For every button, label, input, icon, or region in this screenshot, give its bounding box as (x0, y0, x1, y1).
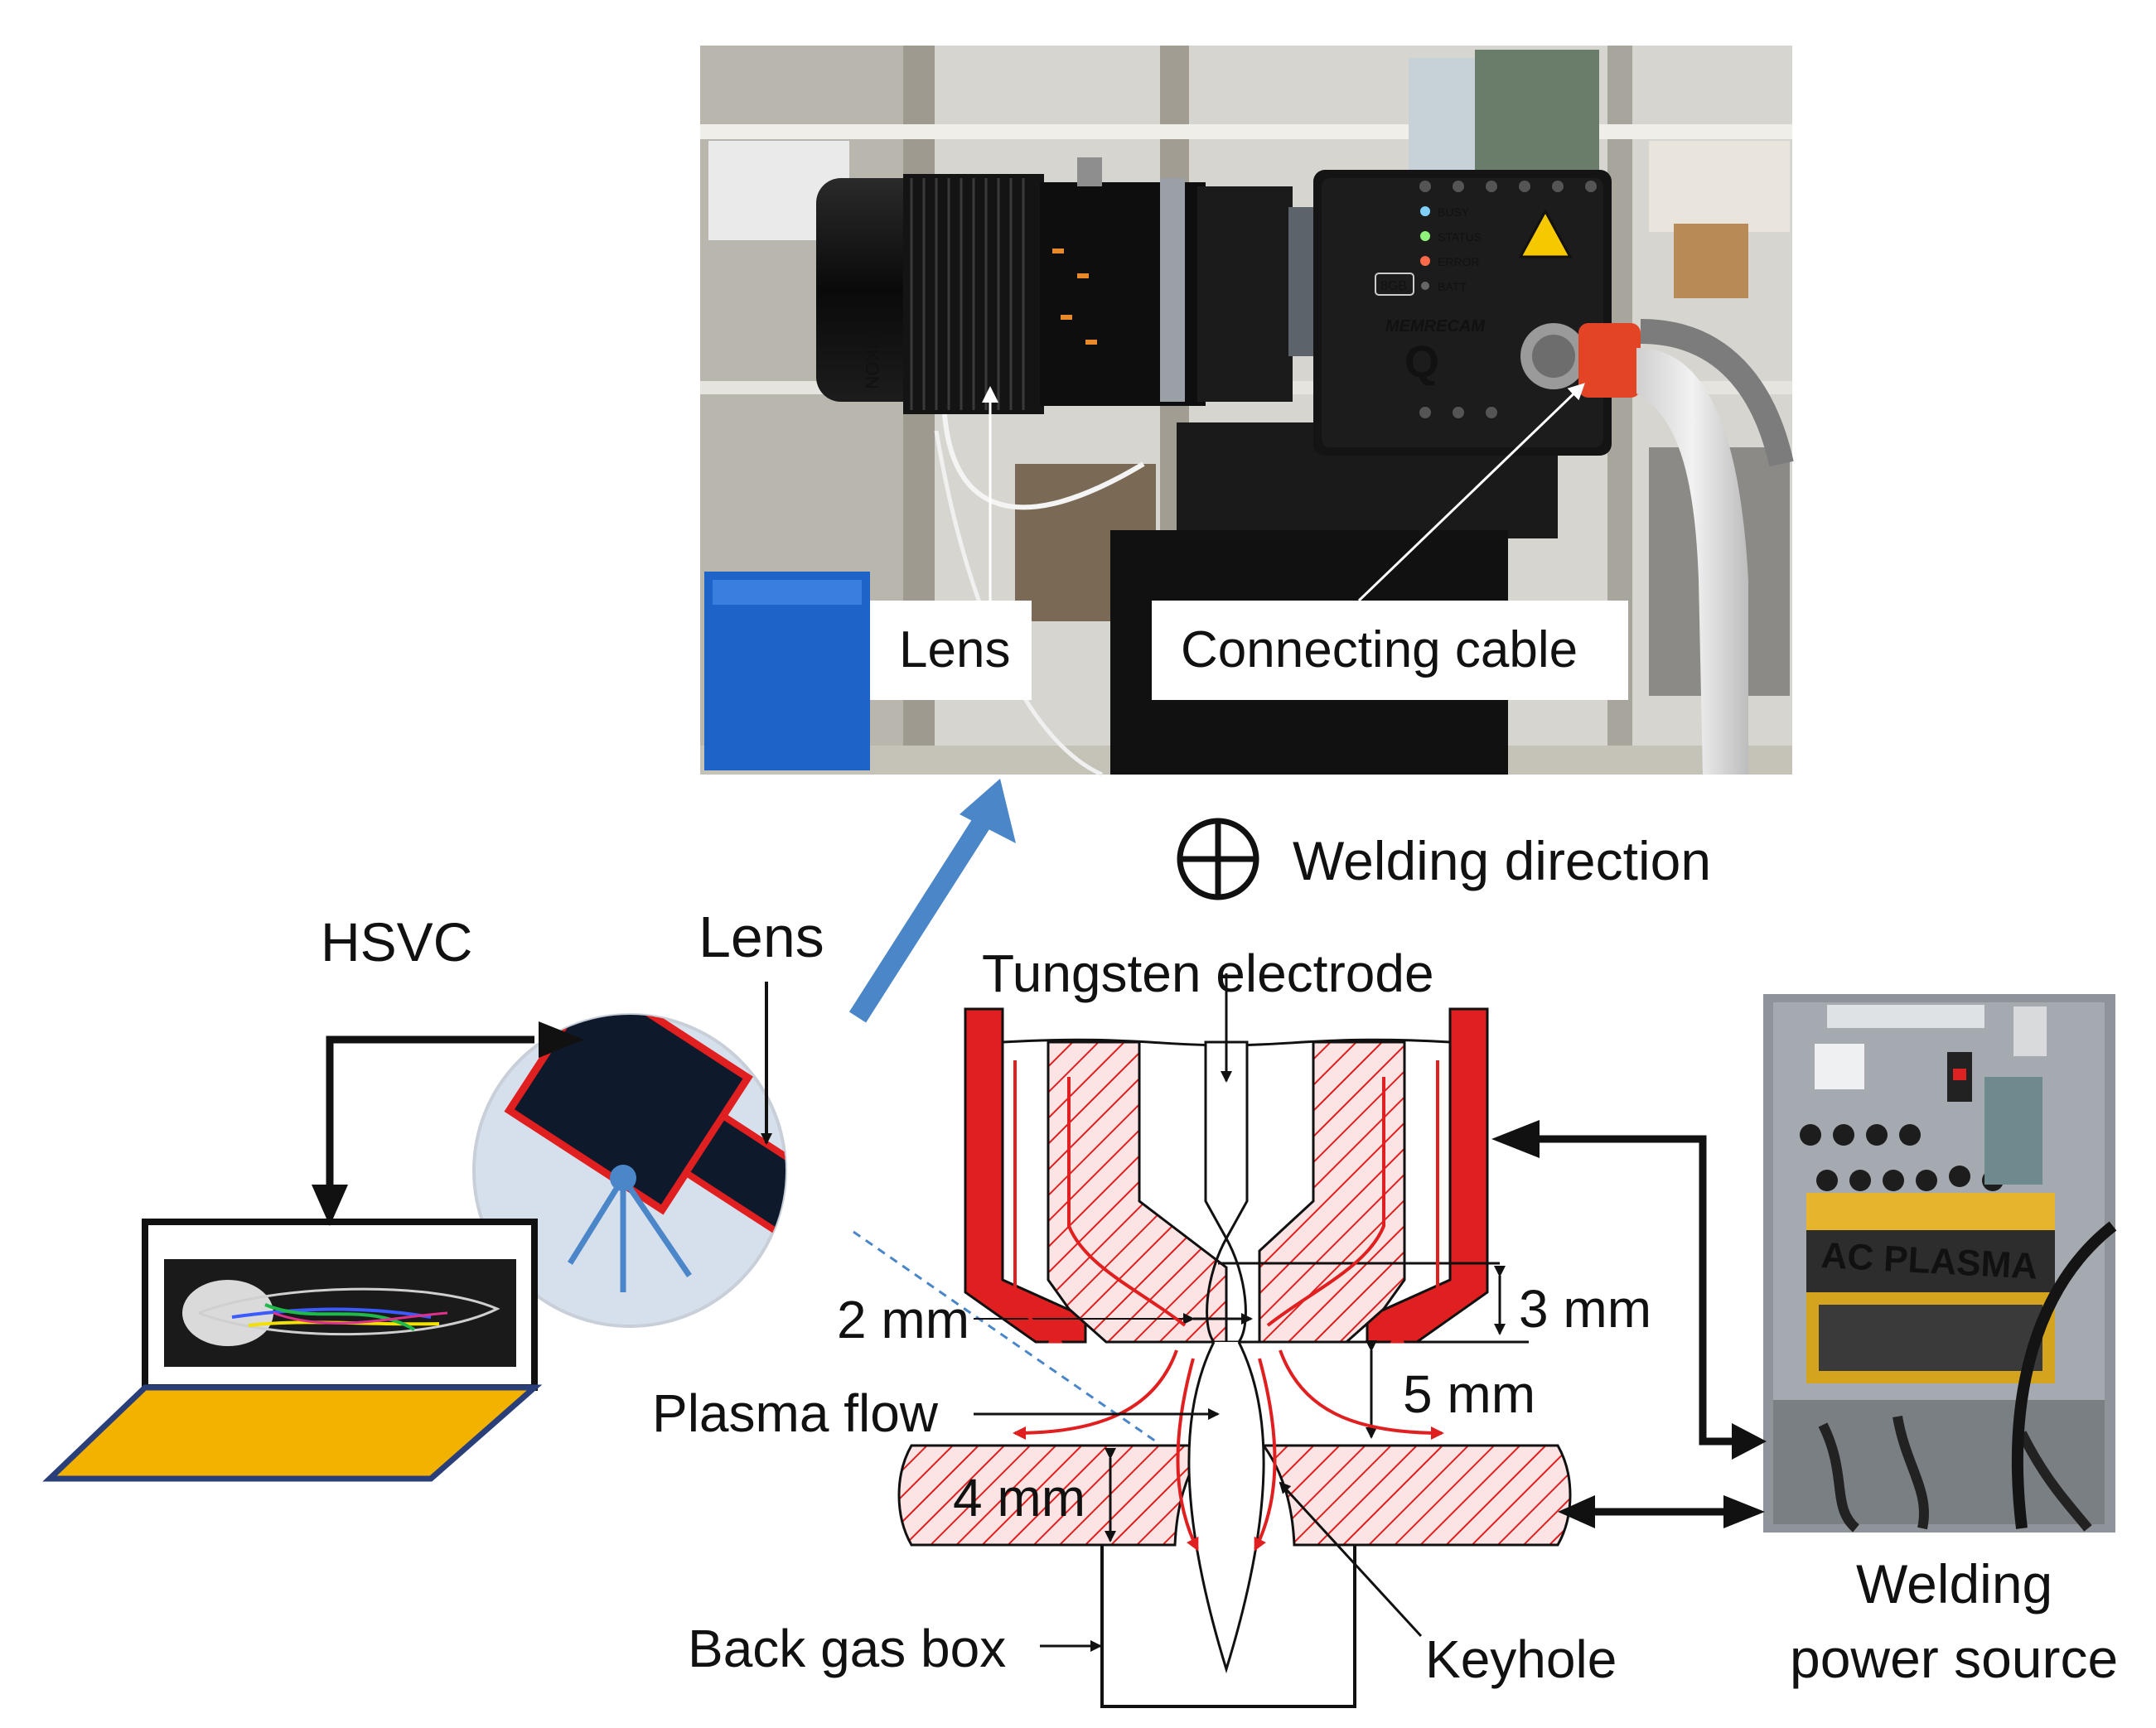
welding-direction-indicator: Welding direction (1177, 818, 1711, 900)
plasma-flow-label: Plasma flow (652, 1383, 939, 1443)
plasma-jet-keyhole (1187, 1341, 1265, 1674)
memory-badge: 8GB (1380, 279, 1407, 293)
inner-nozzle-left (1047, 1040, 1228, 1344)
plasma-torch-section (897, 973, 1572, 1708)
laptop-keyboard (42, 1384, 543, 1482)
back-gas-box-label: Back gas box (688, 1619, 1006, 1678)
tungsten-electrode (1204, 1040, 1249, 1242)
laptop-illustration (42, 1219, 543, 1482)
lens-label-box (870, 601, 1032, 700)
hsvc-label: HSVC (321, 911, 472, 973)
led-status: STATUS (1438, 230, 1482, 244)
gap-5mm-label: 5 mm (1403, 1364, 1535, 1424)
lens-brand-text: NIKON (862, 331, 882, 389)
photo-lens-label: Lens (899, 621, 1010, 678)
camera-brand-text: MEMRECAM (1385, 317, 1486, 335)
welding-power-source-photo: AC PLASMA (1763, 994, 2117, 1533)
power-to-torch-line (1537, 1135, 1744, 1446)
workpiece-right (1261, 1444, 1572, 1547)
gap-3mm-label: 3 mm (1519, 1279, 1651, 1339)
power-source-label-line2: power source (1790, 1628, 2118, 1689)
gap-2mm-label: 2 mm (837, 1290, 969, 1349)
outer-nozzle-right (1366, 1007, 1489, 1344)
cable-pointer-arrow (1357, 383, 1585, 602)
keyhole-label: Keyhole (1425, 1629, 1617, 1689)
photo-cable-label: Connecting cable (1181, 621, 1578, 678)
outer-nozzle-left (964, 1007, 1087, 1344)
led-batt: BATT (1438, 280, 1467, 293)
gap-4mm-label: 4 mm (953, 1468, 1085, 1528)
hsvc-camera-illustration (472, 982, 787, 1328)
zoom-arrow-head (960, 779, 1016, 843)
cable-label-box (1152, 601, 1628, 700)
hsvc-lens-label: Lens (699, 905, 824, 969)
led-error: ERROR (1438, 255, 1480, 268)
warning-icon (1518, 208, 1573, 258)
sight-line (853, 1230, 1157, 1443)
tungsten-electrode-label: Tungsten electrode (982, 944, 1434, 1003)
back-gas-box (1100, 1545, 1356, 1708)
power-source-label-line1: Welding (1856, 1553, 2052, 1615)
welding-direction-label: Welding direction (1293, 830, 1711, 891)
zoom-arrow-shaft (848, 810, 995, 1023)
direction-into-page-icon (1177, 818, 1259, 900)
camera-photo: NIKON BUSY STATUS ERROR BATT 8GB MEMRECA… (700, 46, 1794, 777)
led-busy: BUSY (1438, 205, 1470, 219)
camera-model-text: Q (1404, 337, 1439, 387)
